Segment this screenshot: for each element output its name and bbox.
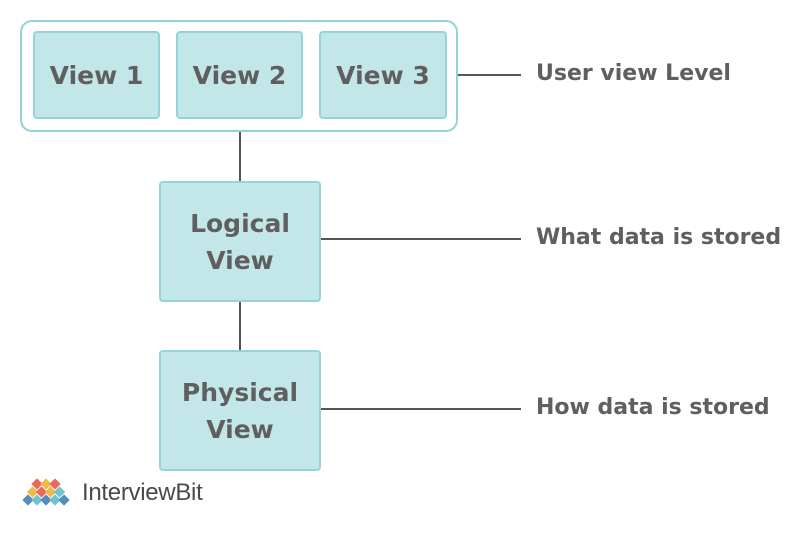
logical-level-label: What data is stored <box>536 225 782 250</box>
interviewbit-diamond-logo-icon <box>22 478 70 506</box>
physical-view-label-line-1: Physical <box>181 377 299 407</box>
view-2-label: View 2 <box>192 60 287 90</box>
logical-view-label-line-2: View <box>206 245 274 275</box>
connector-user-level-label <box>458 74 521 76</box>
connector-physical-level-label <box>321 408 521 410</box>
user-view-level-label: User view Level <box>536 61 731 86</box>
connector-logical-level-label <box>321 238 521 240</box>
connector-logical-to-physical <box>239 301 241 351</box>
view-1-label: View 1 <box>49 60 144 90</box>
logical-view-box: Logical View <box>159 181 321 302</box>
physical-view-box: Physical View <box>159 350 321 471</box>
view-2-box: View 2 <box>176 31 303 119</box>
view-3-box: View 3 <box>319 31 447 119</box>
logical-view-label-line-1: Logical <box>190 208 290 238</box>
view-1-box: View 1 <box>33 31 160 119</box>
view-3-label: View 3 <box>336 60 430 90</box>
connector-user-to-logical <box>239 132 241 182</box>
physical-level-label: How data is stored <box>536 395 770 420</box>
brand-name: InterviewBit <box>82 479 203 506</box>
physical-view-label-line-2: View <box>206 414 274 444</box>
brand-logo: InterviewBit <box>22 478 203 508</box>
